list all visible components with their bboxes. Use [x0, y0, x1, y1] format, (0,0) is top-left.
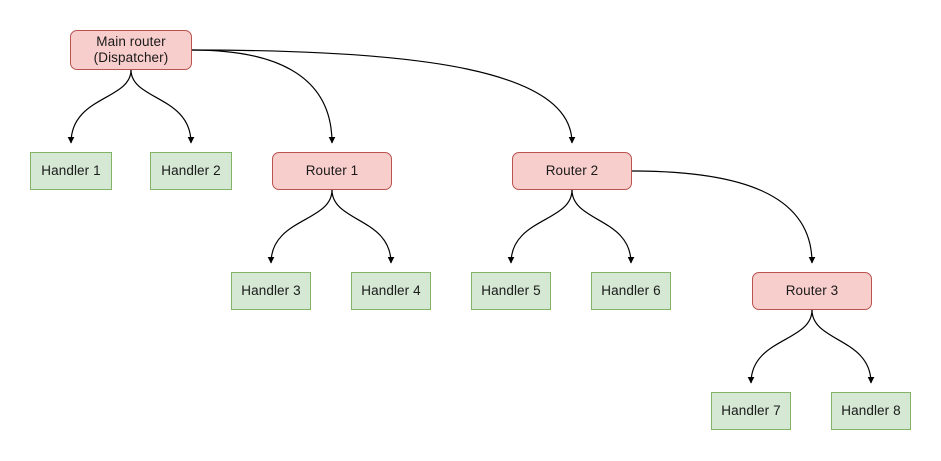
node-router-3-label: Router 3 — [785, 283, 839, 298]
node-router-1[interactable]: Router 1 — [272, 152, 392, 190]
node-handler-7-label: Handler 7 — [721, 403, 781, 418]
edge-router-3-to-handler-8 — [811, 309, 875, 384]
node-handler-6-label: Handler 6 — [601, 283, 661, 298]
node-handler-8[interactable]: Handler 8 — [831, 392, 911, 430]
node-handler-5[interactable]: Handler 5 — [471, 272, 551, 310]
edge-router-2-to-router-3 — [631, 170, 816, 264]
node-main-router-label: Main router (Dispatcher) — [93, 34, 169, 65]
node-main-router[interactable]: Main router (Dispatcher) — [70, 30, 192, 70]
node-router-3[interactable]: Router 3 — [752, 272, 872, 310]
node-router-2[interactable]: Router 2 — [512, 152, 632, 190]
edge-router-2-to-handler-5 — [507, 189, 573, 264]
node-handler-4[interactable]: Handler 4 — [351, 272, 431, 310]
node-router-1-label: Router 1 — [305, 163, 359, 178]
node-handler-5-label: Handler 5 — [481, 283, 541, 298]
node-handler-7[interactable]: Handler 7 — [711, 392, 791, 430]
edge-main-to-router-2 — [191, 49, 576, 144]
edge-router-3-to-handler-7 — [747, 309, 813, 384]
edge-router-1-to-handler-4 — [331, 189, 395, 264]
edge-main-to-router-1 — [191, 49, 336, 144]
node-router-2-label: Router 2 — [545, 163, 599, 178]
node-handler-6[interactable]: Handler 6 — [591, 272, 671, 310]
edge-router-1-to-handler-3 — [267, 189, 333, 264]
node-handler-8-label: Handler 8 — [841, 403, 901, 418]
edge-router-2-to-handler-6 — [571, 189, 635, 264]
node-handler-3-label: Handler 3 — [241, 283, 301, 298]
node-handler-2-label: Handler 2 — [161, 163, 221, 178]
node-handler-1-label: Handler 1 — [41, 163, 101, 178]
node-handler-2[interactable]: Handler 2 — [150, 152, 232, 190]
edge-main-to-handler-1 — [67, 69, 132, 144]
node-handler-1[interactable]: Handler 1 — [30, 152, 112, 190]
edge-main-to-handler-2 — [130, 69, 195, 144]
node-handler-4-label: Handler 4 — [361, 283, 421, 298]
node-handler-3[interactable]: Handler 3 — [231, 272, 311, 310]
